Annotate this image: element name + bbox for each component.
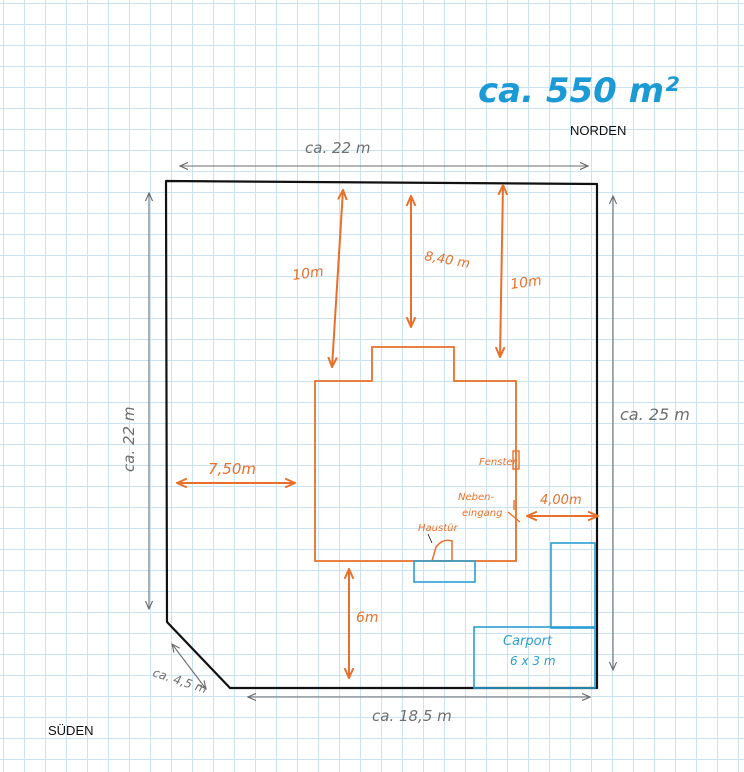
side-entrance-label-2: eingang: [462, 508, 502, 519]
setback-west-label: 7,50m: [208, 460, 256, 478]
plot-height-right-label: ca. 25 m: [620, 405, 690, 424]
setback-north-left-arrow: [332, 190, 343, 367]
setback-south-label: 6m: [356, 610, 379, 626]
carport-extension: [550, 542, 596, 629]
carport-label: Carport: [503, 634, 553, 649]
entrance-step: [413, 560, 476, 583]
plot-width-bottom-label: ca. 18,5 m: [372, 707, 452, 725]
setback-north-left-label: 10m: [291, 264, 324, 284]
carport-outline: [473, 626, 596, 689]
plot-boundary: [164, 179, 599, 690]
window-marker: [512, 450, 520, 470]
front-door-label: Haustür: [418, 523, 458, 534]
setback-north-right-label: 10m: [509, 273, 542, 293]
house-footprint: [314, 346, 517, 562]
setback-north-center-label: 8,40 m: [423, 249, 471, 272]
plot-height-left-label: ca. 22 m: [120, 407, 138, 472]
corner-cut-label: ca. 4,5 m: [151, 666, 209, 697]
total-area-label: ca. 550 m²: [478, 71, 679, 111]
carport-size-label: 6 x 3 m: [510, 654, 556, 668]
north-label: NORDEN: [570, 123, 626, 138]
south-label: SÜDEN: [48, 723, 94, 738]
front-door-marker: [431, 539, 453, 562]
front-door-pointer: [427, 533, 433, 544]
plot-width-top-label: ca. 22 m: [305, 139, 370, 157]
setback-north-right-arrow: [500, 185, 503, 357]
setback-east-label: 4,00m: [540, 493, 582, 508]
corner-cut-line: [172, 644, 206, 689]
window-label: Fenster: [479, 457, 518, 468]
side-entrance-marker: [507, 500, 521, 523]
side-entrance-label-1: Neben-: [458, 492, 494, 503]
